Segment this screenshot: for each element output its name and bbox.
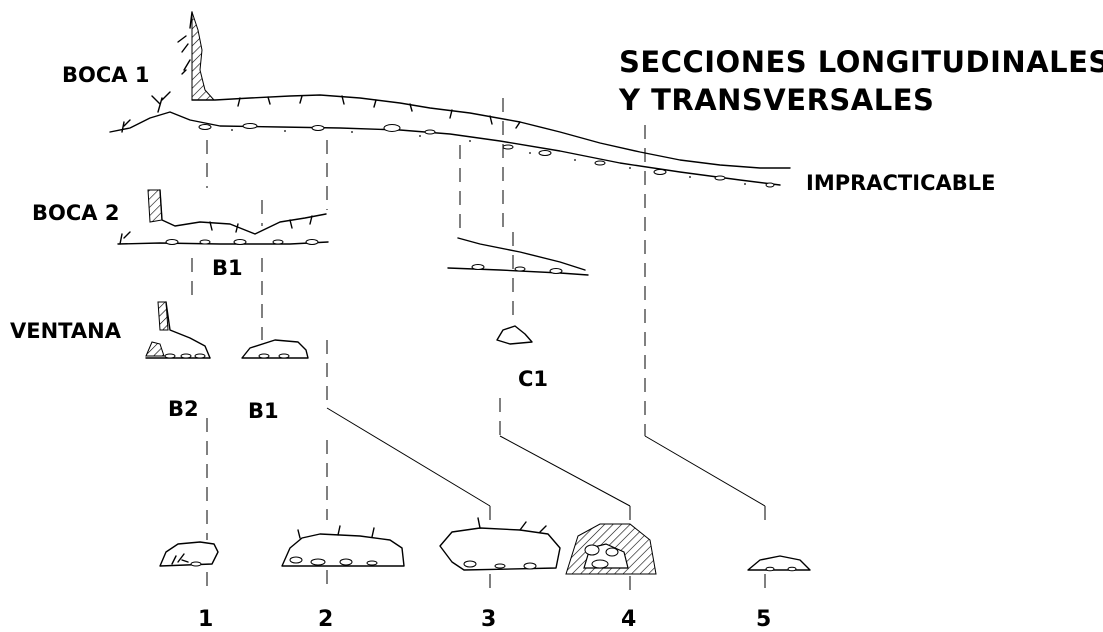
boca2-longitudinal-section: BOCA 2 B1: [32, 189, 329, 280]
boca1-longitudinal-section: BOCA 1 IM: [62, 11, 995, 195]
boca2-ceiling-line: [159, 189, 327, 235]
cross-section-3: 3: [439, 517, 561, 632]
boca2-stalactites: [209, 215, 313, 233]
cross-section-1: 1: [159, 541, 219, 632]
section-number-1: 1: [198, 607, 213, 627]
label-b1-lower: B1: [248, 399, 279, 423]
diagram-title-line1: SECCIONES LONGITUDINALES: [619, 45, 1103, 79]
ventana-ceiling: [165, 301, 211, 359]
entrance-rock-hatch: [191, 11, 216, 101]
label-boca1: BOCA 1: [62, 63, 149, 87]
vegetation-icon: [177, 11, 193, 75]
c-branch-section: C1: [447, 237, 589, 391]
section-number-4: 4: [621, 607, 636, 627]
b1-cross-section: [241, 339, 309, 359]
ventana-section: VENTANA B2: [10, 301, 211, 421]
boca2-floor-line: [117, 241, 329, 245]
stalactite-ticks: [237, 95, 521, 129]
diagram-title-line2: Y TRANSVERSALES: [618, 83, 934, 117]
label-ventana: VENTANA: [10, 319, 122, 343]
label-b1-upper: B1: [212, 256, 243, 280]
plant-icon: [121, 91, 171, 133]
section-number-5: 5: [756, 607, 771, 627]
label-impracticable: IMPRACTICABLE: [806, 171, 995, 195]
boca1-floor-gravel: [198, 123, 775, 188]
label-b2: B2: [168, 397, 199, 421]
label-boca2: BOCA 2: [32, 201, 119, 225]
cross-section-4: 4: [565, 523, 657, 632]
section-reference-lines: [191, 98, 766, 540]
section-number-3: 3: [481, 607, 496, 627]
c1-cross-section: [496, 325, 533, 345]
cross-section-5: 5: [747, 555, 811, 632]
ventana-rock-hatch: [157, 301, 169, 331]
label-c1: C1: [518, 367, 548, 391]
boca2-floor-gravel: [119, 231, 319, 245]
section-number-2: 2: [318, 607, 333, 627]
boca1-ceiling-line: [191, 94, 791, 169]
ventana-wall-hatch: [145, 341, 165, 357]
c-branch-ceiling: [457, 237, 586, 271]
cross-section-2: 2: [281, 525, 405, 632]
b1-lower-section: B1: [241, 339, 309, 423]
boca1-floor-line: [109, 111, 781, 186]
